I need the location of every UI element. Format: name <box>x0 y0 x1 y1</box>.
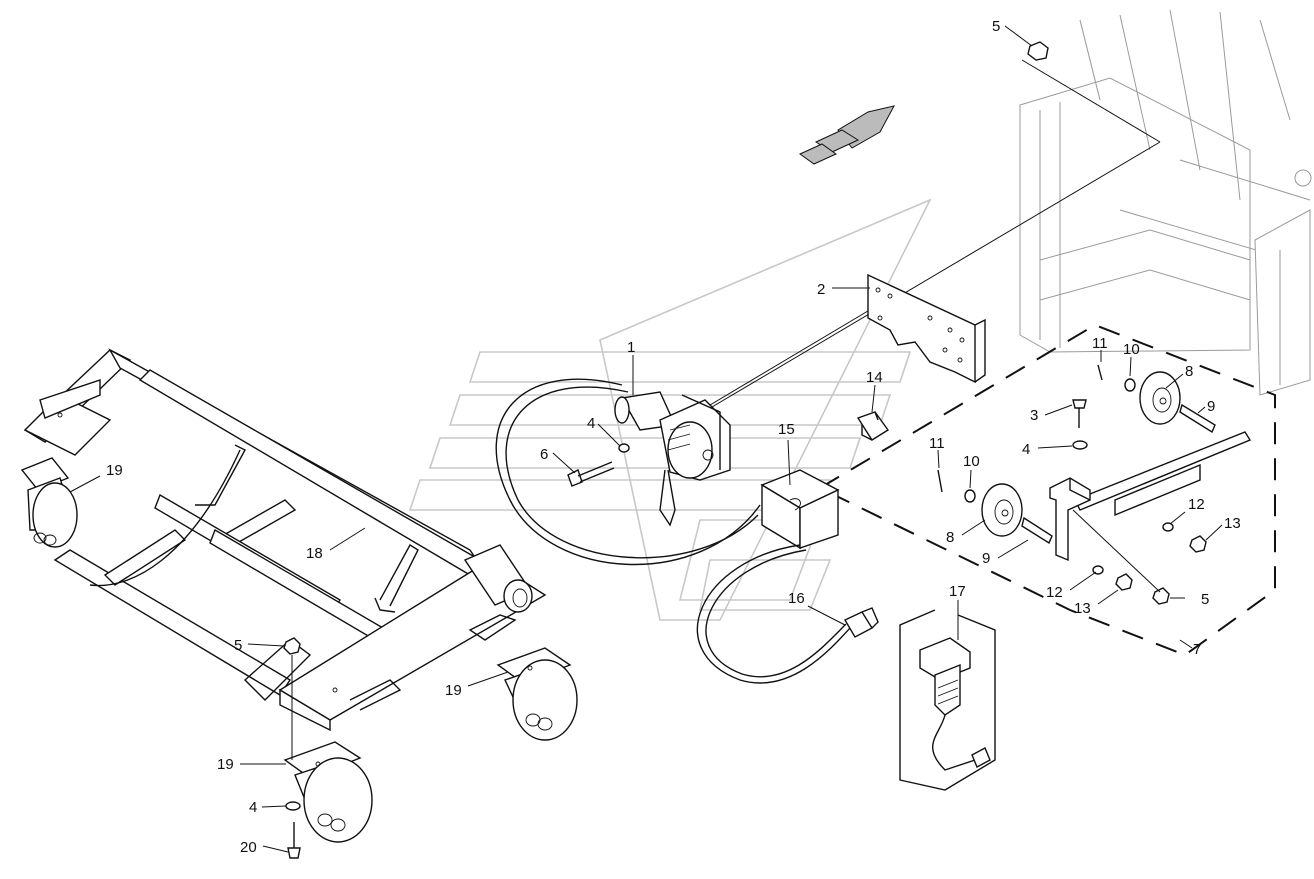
callout-4: 4 <box>587 415 595 432</box>
bolt-and-washer <box>567 443 630 487</box>
winch-cable <box>495 378 761 566</box>
callout-13: 13 <box>1224 515 1241 532</box>
trolley-frame <box>23 348 547 732</box>
callout-6: 6 <box>540 446 548 463</box>
callout-11: 11 <box>929 435 945 452</box>
callout-8: 8 <box>946 529 954 546</box>
callout-8: 8 <box>1185 363 1193 380</box>
callout-5: 5 <box>1201 591 1209 608</box>
callout-18: 18 <box>306 545 323 562</box>
callout-20: 20 <box>240 839 257 856</box>
caster-middle <box>496 647 578 741</box>
remote-control-box <box>899 609 996 791</box>
callout-19: 19 <box>445 682 462 699</box>
callout-11: 11 <box>1092 335 1108 352</box>
callout-5: 5 <box>992 18 1000 35</box>
callout-3: 3 <box>1030 407 1038 424</box>
callout-7: 7 <box>1193 641 1201 658</box>
plug-connector <box>844 607 879 638</box>
callout-19: 19 <box>217 756 234 773</box>
callout-10: 10 <box>963 453 980 470</box>
callout-13: 13 <box>1074 600 1091 617</box>
callout-19: 19 <box>106 462 123 479</box>
callout-labels: 1 2 3 4 4 4 5 5 5 6 7 8 8 9 9 10 10 11 1… <box>106 18 1241 856</box>
nut-top <box>1027 41 1049 61</box>
trolley-fasteners <box>283 637 301 859</box>
callout-17: 17 <box>949 583 966 600</box>
callout-15: 15 <box>778 421 795 438</box>
callout-4: 4 <box>249 799 257 816</box>
direction-arrow-icon <box>799 105 895 165</box>
callout-leaders <box>69 25 1223 853</box>
remote-cable <box>696 544 851 684</box>
callout-5: 5 <box>234 637 242 654</box>
mounting-plate <box>867 273 986 384</box>
machine-frame-ghost <box>1019 9 1312 396</box>
callout-9: 9 <box>982 550 990 567</box>
roller-assembly <box>937 364 1252 605</box>
callout-16: 16 <box>788 590 805 607</box>
callout-12: 12 <box>1188 496 1205 513</box>
callout-14: 14 <box>866 369 883 386</box>
assembly-leaders <box>689 59 1161 421</box>
callout-2: 2 <box>817 281 825 298</box>
caster-front <box>283 741 373 843</box>
callout-12: 12 <box>1046 584 1063 601</box>
callout-1: 1 <box>627 339 635 356</box>
winch <box>614 391 731 527</box>
control-box <box>760 469 840 550</box>
callout-9: 9 <box>1207 398 1215 415</box>
callout-4: 4 <box>1022 441 1030 458</box>
caster-left <box>20 457 78 548</box>
subassembly-outline <box>819 323 1276 657</box>
switch <box>856 411 890 441</box>
callout-10: 10 <box>1123 341 1140 358</box>
